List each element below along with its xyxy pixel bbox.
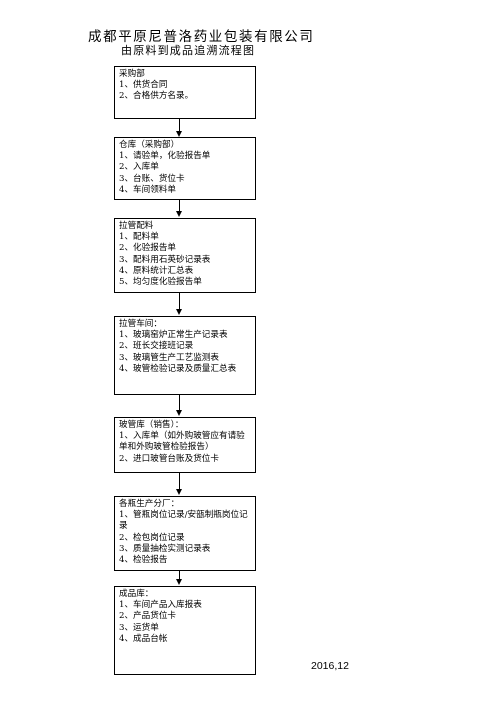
box-item: 4、原料统计汇总表 xyxy=(119,265,194,276)
flow-arrowhead xyxy=(176,489,182,495)
flow-connector xyxy=(179,293,180,310)
box-title: 拉管车间： xyxy=(119,319,162,329)
box-item: 1、供货合同 xyxy=(119,80,168,91)
box-item: 3、台账、货位卡 xyxy=(119,173,185,184)
box-item: 1、配料单 xyxy=(119,232,159,243)
box-item: 2、化验报告单 xyxy=(119,243,177,254)
box-item: 4、检验报告 xyxy=(119,555,168,566)
box-item: 2、产品货位卡 xyxy=(119,611,177,622)
flow-connector xyxy=(179,473,180,490)
box-item: 2、检包岗位记录 xyxy=(119,532,185,543)
flow-connector xyxy=(179,119,180,132)
box-item: 2、班长交接班记录 xyxy=(119,341,194,352)
box-item: 1、请验单，化验报告单 xyxy=(119,151,211,162)
document-date: 2016,12 xyxy=(311,660,349,672)
tube-workshop-box: 拉管车间： 1、玻璃窑炉正常生产记录表 2、班长交接班记录 3、玻璃管生产工艺监… xyxy=(114,316,256,395)
bottle-factory-box: 各瓶生产分厂： 1、管瓶岗位记录/安瓿制瓶岗位记录 2、检包岗位记录 3、质量抽… xyxy=(114,496,256,571)
box-item: 4、成品台帐 xyxy=(119,633,168,644)
procurement-box: 采购部 1、供货合同 2、合格供方名录。 xyxy=(114,66,256,119)
flow-arrowhead xyxy=(176,410,182,416)
company-title: 成都平原尼普洛药业包装有限公司 xyxy=(88,29,315,45)
flow-connector xyxy=(179,395,180,411)
box-item: 3、配料用石英砂记录表 xyxy=(119,254,211,265)
flow-connector xyxy=(179,200,180,212)
box-item: 4、玻管检验记录及质量汇总表 xyxy=(119,363,237,374)
tube-batching-box: 拉管配料 1、配料单 2、化验报告单 3、配料用石英砂记录表 4、原料统计汇总表… xyxy=(114,218,256,293)
warehouse-box: 仓库（采购部） 1、请验单，化验报告单 2、入库单 3、台账、货位卡 4、车间领… xyxy=(114,137,256,200)
flow-connector xyxy=(179,571,180,580)
box-item: 3、玻璃管生产工艺监测表 xyxy=(119,352,219,363)
box-title: 采购部 xyxy=(119,69,145,79)
box-title: 拉管配料 xyxy=(119,221,154,231)
box-item: 2、进口玻管台账及货位卡 xyxy=(119,453,219,464)
flow-arrowhead xyxy=(176,309,182,315)
box-item: 1、车间产品入库报表 xyxy=(119,600,202,611)
flow-arrowhead xyxy=(176,131,182,137)
flowchart-subtitle: 由原料到成品追溯流程图 xyxy=(121,44,256,57)
box-item: 4、车间领料单 xyxy=(119,184,177,195)
finished-goods-box: 成品库： 1、车间产品入库报表 2、产品货位卡 3、运货单 4、成品台帐 xyxy=(114,586,256,675)
tube-storage-box: 玻管库（销售）： 1、入库单（如外购玻管应有请验单和外购玻管检验报告） 2、进口… xyxy=(114,417,256,473)
box-title: 仓库（采购部） xyxy=(119,140,180,150)
box-item: 3、质量抽检实测记录表 xyxy=(119,543,211,554)
flow-arrowhead xyxy=(176,579,182,585)
box-item: 1、入库单（如外购玻管应有请验单和外购玻管检验报告） xyxy=(119,431,245,453)
box-item: 5、均匀度化验报告单 xyxy=(119,277,202,288)
box-item: 1、玻璃窑炉正常生产记录表 xyxy=(119,330,228,341)
box-title: 成品库： xyxy=(119,589,154,599)
box-title: 各瓶生产分厂： xyxy=(119,499,180,509)
flow-arrowhead xyxy=(176,211,182,217)
box-item: 2、入库单 xyxy=(119,162,159,173)
box-title: 玻管库（销售）： xyxy=(119,420,184,430)
box-item: 1、管瓶岗位记录/安瓿制瓶岗位记录 xyxy=(119,510,248,532)
box-item: 2、合格供方名录。 xyxy=(119,91,194,102)
box-item: 3、运货单 xyxy=(119,622,159,633)
